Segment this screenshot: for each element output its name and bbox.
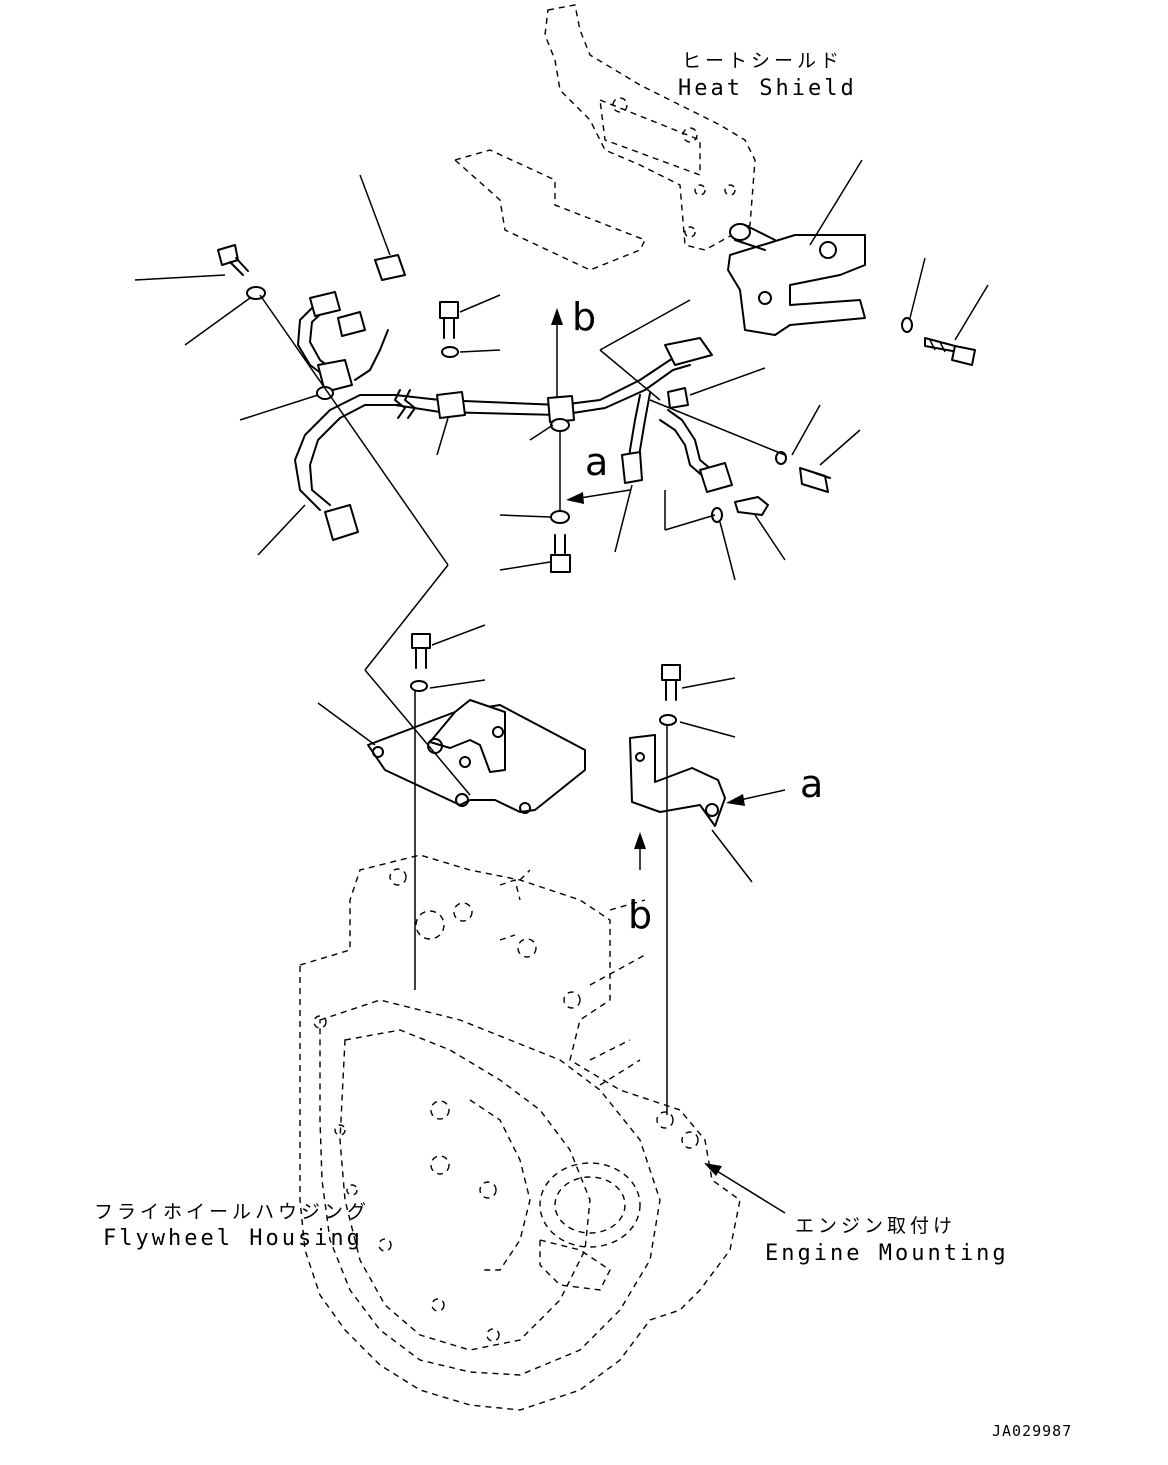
- view-ref-b-upper: b: [572, 295, 596, 339]
- label-engine-mounting-en: Engine Mounting: [765, 1241, 1009, 1266]
- washer-l-bracket: [659, 714, 677, 726]
- view-ref-b-lower: b: [628, 893, 652, 937]
- bolt-center-top: [439, 301, 459, 339]
- bolt-center-bottom: [550, 534, 571, 573]
- label-flywheel-housing-en: Flywheel Housing: [103, 1226, 363, 1251]
- bolt-top-left: [217, 244, 249, 276]
- washer-right-low: [711, 507, 723, 523]
- label-flywheel-housing-jp: フライホイールハウジング: [94, 1201, 370, 1223]
- leader-lines: [134, 159, 989, 1214]
- upper-right-bracket: [727, 223, 866, 336]
- washer-upper-right: [901, 317, 913, 333]
- bolt-right-mid: [799, 467, 831, 493]
- label-heat-shield-en: Heat Shield: [678, 76, 857, 101]
- harness-connectors: [309, 254, 733, 541]
- view-ref-a-upper: a: [585, 440, 608, 484]
- bolt-upper-right: [924, 337, 976, 366]
- label-heat-shield-jp: ヒートシールド: [682, 50, 843, 72]
- bolt-l-bracket: [661, 664, 681, 701]
- heat-shield-phantom: [544, 4, 756, 251]
- middle-bracket: [367, 699, 586, 814]
- harness-clamps: [316, 359, 689, 484]
- washer-center-bottom: [550, 510, 570, 524]
- wiring-harness: [294, 304, 713, 511]
- view-ref-a-lower: a: [800, 762, 823, 806]
- drawing-code: JA029987: [992, 1422, 1072, 1440]
- label-engine-mounting-jp: エンジン取付け: [795, 1215, 956, 1237]
- washer-center-top: [441, 346, 459, 358]
- flywheel-housing-phantom: [299, 854, 741, 1411]
- washer-middle-bracket: [410, 680, 428, 692]
- phantom-plate: [453, 149, 646, 271]
- l-bracket: [629, 734, 726, 827]
- bolt-right-low: [734, 496, 769, 516]
- bolt-middle-bracket: [411, 633, 431, 669]
